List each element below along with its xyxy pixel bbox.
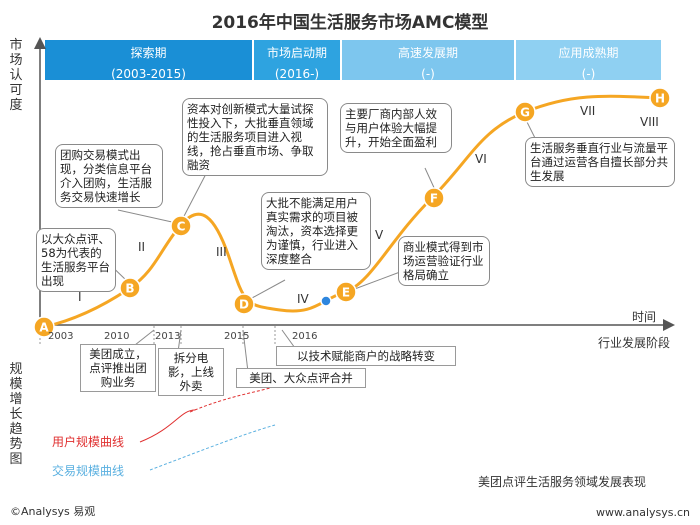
event-strategy-shift: 以技术赋能商户的战略转变 [276,346,456,366]
event-merger: 美团、大众点评合并 [236,368,366,388]
footer-url: www.analysys.cn [596,506,690,519]
callout-d: 大批不能满足用户真实需求的项目被淘汰，资本选择更为谨慎，行业进入深度整合 [261,192,371,270]
point-label: A [39,321,49,335]
year-label: 2016 [292,331,318,342]
y-axis-label: 市场认可度 [9,38,23,113]
phase-name: 市场启动期 [266,46,327,60]
point-label: H [655,92,665,106]
event-split-movie: 拆分电影，上线外卖 [158,348,224,396]
phase-name: 应用成熟期 [558,46,619,60]
point-a [33,316,55,338]
point-g [514,101,536,123]
callout-e: 商业模式得到市场运营验证行业格局确立 [398,236,490,286]
point-d [233,293,255,315]
callout-pointer [251,279,286,299]
stage-numeral-5: V [375,228,384,242]
point-f [423,187,445,209]
point-e [335,281,357,303]
phase-range: (-) [421,67,435,81]
year-label: 2010 [104,331,130,342]
callout-pointer [117,209,173,223]
callout-b: 团购交易模式出现，分类信息平台介入团购，生活服务交易快速增长 [55,144,163,208]
scale-axis-label: 规模增长趋势图 [9,362,23,467]
stage-numeral-6: VI [475,152,487,166]
footer-brand: ©Analysys 易观 [10,505,96,518]
phase-exploration: 探索期 (2003-2015) [45,40,252,81]
chart-title: 2016年中国生活服务市场AMC模型 [211,13,489,33]
callout-f: 主要厂商内部人效与用户体验大幅提升，开始全面盈利 [340,103,452,153]
callout-a: 以大众点评、58为代表的生活服务平台出现 [36,228,116,292]
phase-market-launch: 市场启动期 (2016-) [254,40,340,81]
phase-rapid-growth: 高速发展期 (-) [342,40,514,81]
phase-maturity: 应用成熟期 (-) [516,40,661,81]
point-label: B [125,282,134,296]
phase-name: 探索期 [130,46,167,60]
point-label: G [520,106,530,120]
stage-numeral-8: VIII [640,115,659,129]
callout-g: 生活服务垂直行业与流量平台通过运营各自擅长部分共生发展 [525,137,675,187]
point-marker [320,295,332,307]
stage-numeral-7: VII [580,104,596,118]
caption: 美团点评生活服务领域发展表现 [478,475,647,489]
year-label: 2003 [48,331,74,342]
trade-curve-legend: 交易规模曲线 [52,464,125,478]
point-label: F [430,192,438,206]
stage-numeral-4: IV [297,292,309,306]
user-curve-legend: 用户规模曲线 [52,435,125,449]
year-label: 2013 [155,331,181,342]
phase-name: 高速发展期 [397,46,458,60]
point-h [649,87,671,109]
phase-range: (-) [581,67,596,81]
amc-curve [43,94,661,329]
point-label: D [239,298,249,312]
event-meituan-founded: 美团成立，点评推出团购业务 [80,344,156,392]
point-label: E [342,286,350,300]
point-label: C [177,220,186,234]
stage-numeral-2: II [138,240,146,254]
callout-c: 资本对创新模式大量试探性投入下，大批垂直领域的生活服务项目进入视线，抢占垂直市场… [182,98,328,176]
phase-range: (2016-) [274,67,320,81]
stage-axis-label: 行业发展阶段 [598,336,671,350]
x-axis-label: 时间 [632,310,657,324]
point-b [119,277,141,299]
year-label: 2015 [224,331,250,342]
event-pointer [242,329,249,373]
event-pointer [134,329,155,346]
phase-range: (2003-2015) [111,67,186,81]
callout-pointer [181,169,209,221]
trade-scale-curve [149,424,276,471]
point-c [170,215,192,237]
curve-points: A B C D E F G H [33,87,671,338]
user-scale-curve [139,409,196,443]
stage-numeral-1: I [78,290,82,304]
callout-pointer [351,271,401,291]
stage-numeral-3: III [216,245,227,259]
